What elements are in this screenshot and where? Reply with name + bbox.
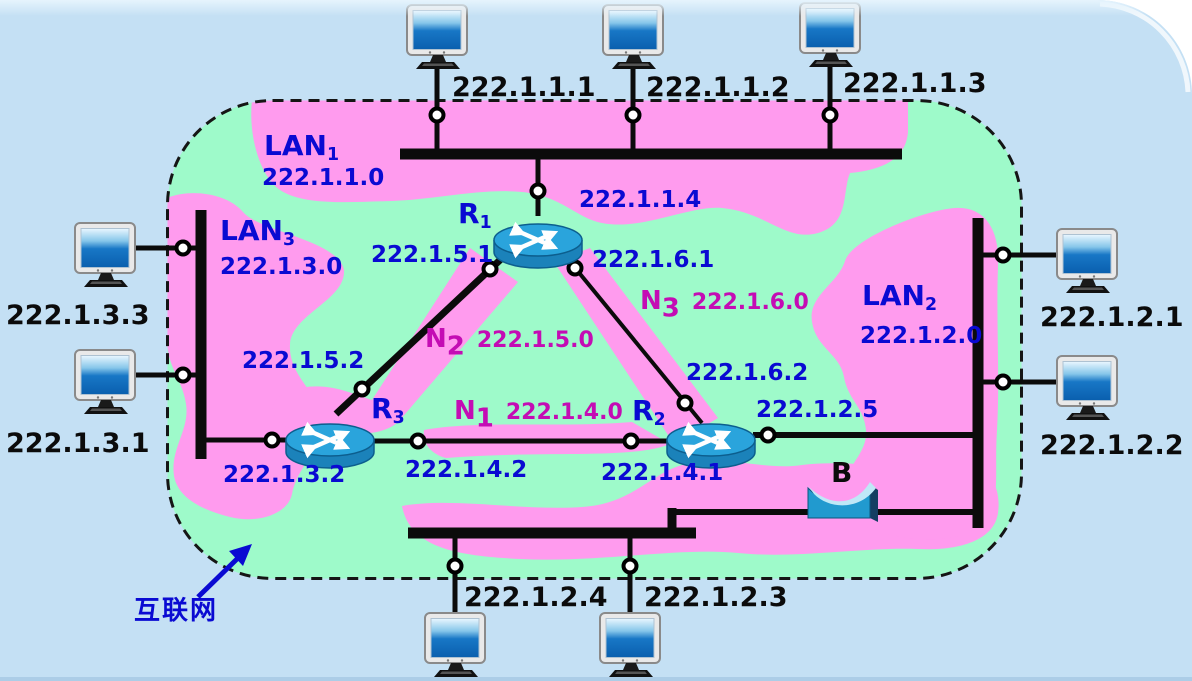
host-ip-label: 222.1.2.3: [644, 582, 788, 613]
lan2-network-label: 222.1.2.0: [860, 323, 983, 349]
computer-icon: [424, 612, 486, 678]
internet-label: 互联网: [134, 596, 219, 626]
iface-r3-n2-label: 222.1.5.2: [242, 348, 365, 374]
lan3-label: LAN3: [220, 214, 296, 250]
computer-icon: [74, 349, 136, 415]
bridge-label: B: [831, 456, 853, 489]
host-ip-label: 222.1.2.2: [1040, 430, 1184, 461]
computer-icon: [74, 222, 136, 288]
computer-icon: [406, 4, 468, 70]
computer-icon: [1056, 228, 1118, 294]
router-r2-label: R2: [632, 394, 666, 430]
slide-gloss-arc: [1099, 1, 1191, 93]
internet-arrow: [196, 544, 252, 599]
link-n2: [333, 227, 535, 417]
host-ip-label: 222.1.3.3: [6, 300, 150, 331]
computer-icon: [799, 2, 861, 68]
lan1-network-label: 222.1.1.0: [262, 165, 385, 191]
iface-r3-lan3-label: 222.1.3.2: [223, 462, 346, 488]
router-r1-label: R1: [458, 197, 492, 233]
iface-r2-n1-label: 222.1.4.1: [601, 460, 724, 486]
computer-icon: [599, 612, 661, 678]
lan3-network-label: 222.1.3.0: [220, 254, 343, 280]
iface-r1-lan1-label: 222.1.1.4: [579, 187, 702, 213]
lan2-name: LAN: [862, 279, 925, 312]
internet-boundary-dashed: [166, 99, 1023, 580]
lan3-name: LAN: [220, 214, 283, 247]
iface-r1-n2-label: 222.1.5.1: [371, 242, 494, 268]
host-ip-label: 222.1.3.1: [6, 428, 150, 459]
router-r1-icon: [494, 224, 582, 268]
lan1-label: LAN1: [264, 129, 340, 165]
iface-r2-n3-label: 222.1.6.2: [686, 360, 809, 386]
lan2-label: LAN2: [862, 279, 938, 315]
host-ip-label: 222.1.2.1: [1040, 302, 1184, 333]
host-ip-label: 222.1.1.2: [646, 72, 790, 103]
host-ip-label: 222.1.1.1: [452, 72, 596, 103]
host-ip-label: 222.1.1.3: [843, 68, 987, 99]
cables: [134, 56, 1062, 614]
lan1-name: LAN: [264, 129, 327, 162]
link-n3: [556, 245, 704, 425]
computer-icon: [602, 4, 664, 70]
host-ip-label: 222.1.2.4: [464, 582, 608, 613]
iface-r1-n3-label: 222.1.6.1: [592, 247, 715, 273]
computer-icon: [1056, 355, 1118, 421]
router-r3-label: R3: [371, 392, 405, 428]
slide-bottom-edge: [0, 677, 1192, 681]
iface-r2-lan2-label: 222.1.2.5: [756, 397, 879, 423]
iface-r3-n1-label: 222.1.4.2: [405, 457, 528, 483]
